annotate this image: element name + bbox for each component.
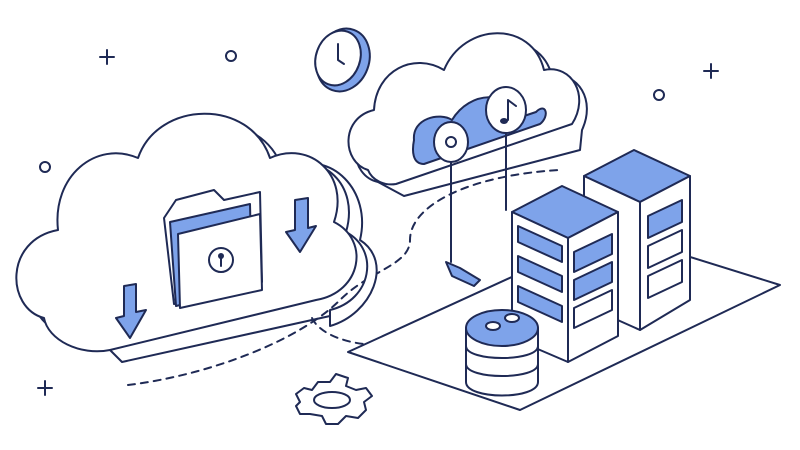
- download-arrow-icon: [285, 197, 317, 253]
- plug-icon: [445, 261, 481, 287]
- database-icon: [465, 309, 539, 397]
- dot-decoration: [225, 50, 237, 62]
- connection-path: [127, 169, 561, 386]
- dot-decoration: [39, 161, 51, 173]
- cloud-media-icon: [347, 32, 588, 197]
- clock-icon: [314, 27, 371, 93]
- disc-icon: [433, 121, 469, 163]
- sparkle-icon: [37, 380, 53, 396]
- music-note-icon: [485, 86, 527, 134]
- sparkle-icon: [99, 49, 115, 65]
- dot-decoration: [653, 89, 665, 101]
- locked-folder-icon: [163, 189, 263, 309]
- download-arrow-icon: [115, 283, 147, 339]
- gear-icon: [295, 373, 373, 425]
- sparkle-icon: [703, 63, 719, 79]
